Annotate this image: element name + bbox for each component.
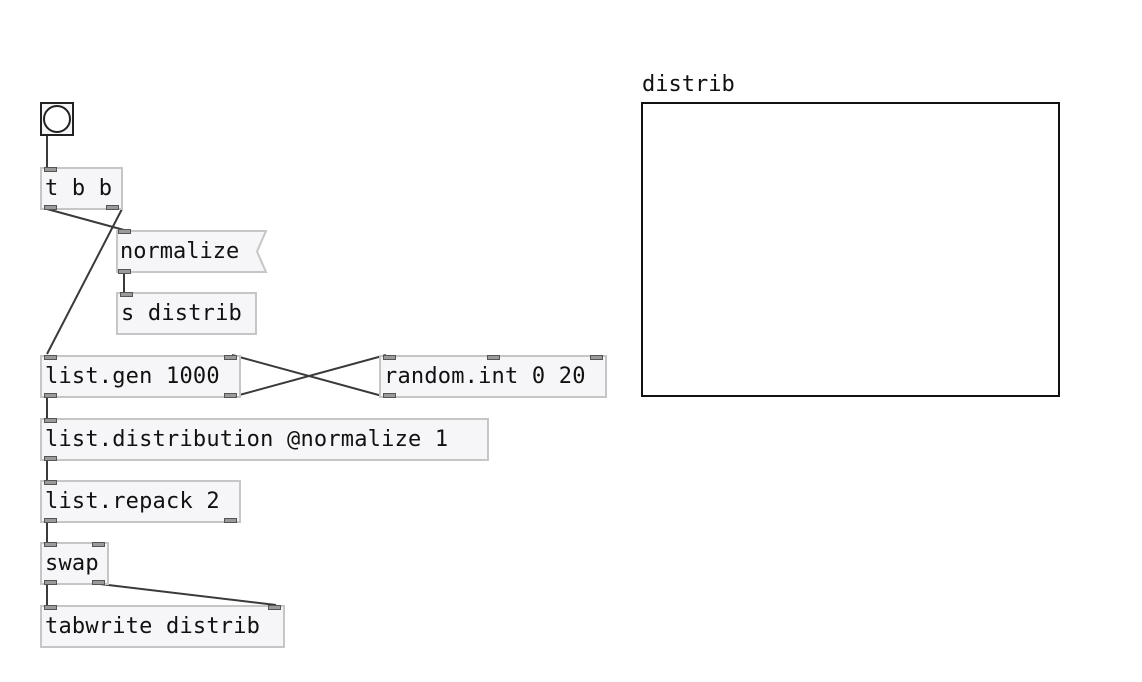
list-gen-inlet-left[interactable] [44, 355, 57, 360]
random-int-inlet-3[interactable] [590, 355, 603, 360]
list-distribution-object-label: list.distribution @normalize 1 [45, 427, 449, 452]
list-repack-outlet-left[interactable] [44, 518, 57, 523]
tabwrite-object-label: tabwrite distrib [45, 614, 261, 639]
send-object-label: s distrib [121, 301, 243, 326]
swap-object[interactable]: swap [40, 542, 109, 585]
swap-outlet-right[interactable] [92, 580, 105, 585]
trigger-outlet-left[interactable] [44, 205, 57, 210]
normalize-message[interactable]: normalize [116, 229, 268, 274]
random-int-inlet-1[interactable] [383, 355, 396, 360]
trigger-outlet-right[interactable] [106, 205, 119, 210]
trigger-inlet[interactable] [44, 167, 57, 172]
random-int-object[interactable]: random.int 0 20 [379, 355, 607, 398]
list-gen-inlet-right[interactable] [224, 355, 237, 360]
normalize-outlet[interactable] [118, 269, 131, 274]
swap-object-label: swap [45, 551, 99, 576]
list-repack-object-label: list.repack 2 [45, 489, 220, 514]
trigger-object-label: t b b [45, 176, 113, 201]
list-distribution-outlet[interactable] [44, 456, 57, 461]
list-gen-outlet-left[interactable] [44, 393, 57, 398]
tabwrite-object[interactable]: tabwrite distrib [40, 605, 285, 648]
swap-inlet-left[interactable] [44, 542, 57, 547]
normalize-inlet[interactable] [118, 229, 131, 234]
tabwrite-inlet-right[interactable] [268, 605, 281, 610]
message-box-shape [116, 230, 268, 273]
cord-random-to-listgen-right [231, 354, 387, 398]
list-repack-object[interactable]: list.repack 2 [40, 480, 241, 523]
tabwrite-inlet-left[interactable] [44, 605, 57, 610]
list-gen-object[interactable]: list.gen 1000 [40, 355, 241, 398]
list-repack-outlet-right[interactable] [224, 518, 237, 523]
random-int-outlet[interactable] [383, 393, 396, 398]
cord-trigger-right-to-listgen [46, 208, 123, 355]
bang-circle-icon [43, 105, 71, 133]
send-inlet[interactable] [120, 292, 133, 297]
cord-swap-right-to-tabwrite-right [99, 583, 277, 606]
array-graph[interactable] [641, 102, 1060, 397]
trigger-object[interactable]: t b b [40, 167, 123, 210]
swap-inlet-right[interactable] [92, 542, 105, 547]
normalize-message-label: normalize [120, 239, 240, 264]
list-distribution-inlet[interactable] [44, 418, 57, 423]
array-name-label: distrib [642, 72, 735, 97]
cord-trigger-left-to-normalize [46, 208, 125, 231]
list-repack-inlet[interactable] [44, 480, 57, 485]
bang-button[interactable] [40, 102, 74, 136]
random-int-object-label: random.int 0 20 [384, 364, 586, 389]
list-gen-outlet-right[interactable] [224, 393, 237, 398]
random-int-inlet-2[interactable] [487, 355, 500, 360]
list-distribution-object[interactable]: list.distribution @normalize 1 [40, 418, 489, 461]
swap-outlet-left[interactable] [44, 580, 57, 585]
send-object[interactable]: s distrib [116, 292, 257, 335]
list-gen-object-label: list.gen 1000 [45, 364, 220, 389]
